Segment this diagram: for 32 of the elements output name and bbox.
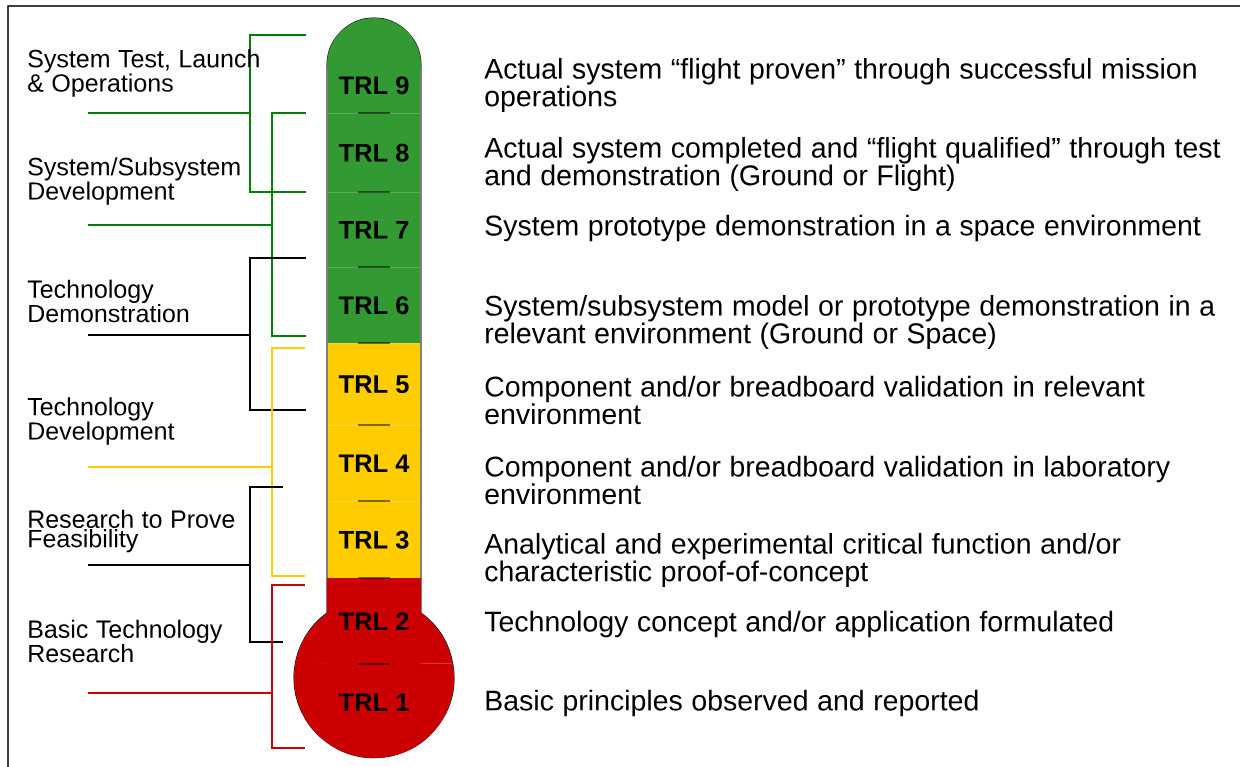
node-label: TRL 4	[338, 454, 410, 472]
node-label: TRL 2	[338, 612, 409, 631]
node-label: TRL 3	[338, 530, 409, 549]
node-label: TRL 5	[338, 375, 409, 394]
stage-label: Basic Technology Research	[29, 619, 223, 663]
level-segment: TRL 5	[328, 343, 420, 426]
node-label: TRL 6	[338, 296, 409, 315]
description-text: Basic principles observed and reported	[486, 689, 978, 717]
level-segment: TRL 2	[295, 578, 453, 665]
level-segment: TRL 7	[328, 192, 420, 268]
description-text: Component and/or breadboard validation in relevant environment	[485, 375, 1145, 425]
node-label: TRL 9	[338, 76, 409, 95]
stage-label: System/Subsystem Development	[28, 157, 240, 205]
description-text: Actual system completed and “flight qualified” through test and demonstration (Ground or Flight)	[484, 136, 1221, 192]
level-segment: TRL 3	[328, 501, 420, 579]
level-segment: TRL 6	[328, 267, 420, 344]
level-segment: TRL 9	[327, 18, 421, 114]
description-text: Actual system “flight proven” through successful mission operations	[484, 57, 1196, 113]
stage-label: Technology Demonstration	[27, 279, 189, 323]
node-label: TRL 1	[338, 693, 409, 711]
description-text: System prototype demonstration in a space environment	[485, 214, 1201, 242]
stage-label: Technology Development	[27, 397, 175, 445]
level-segment: TRL 4	[328, 425, 420, 502]
description-text: Analytical and experimental critical function and/or characteristic proof-of-concept	[484, 532, 1121, 588]
node-label: TRL 7	[338, 220, 409, 239]
stage-label: Research to Prove Feasibility	[29, 509, 235, 553]
description-text: System/subsystem model or prototype demonstration in a relevant environment (Ground or Space)	[485, 294, 1215, 350]
level-segment: TRL 1	[294, 664, 454, 758]
description-text: Technology concept and/or application formulated	[484, 610, 1113, 638]
level-segment: TRL 8	[328, 113, 420, 193]
node-label: TRL 8	[338, 143, 409, 162]
description-text: Component and/or breadboard validation in laboratory environment	[485, 455, 1170, 505]
